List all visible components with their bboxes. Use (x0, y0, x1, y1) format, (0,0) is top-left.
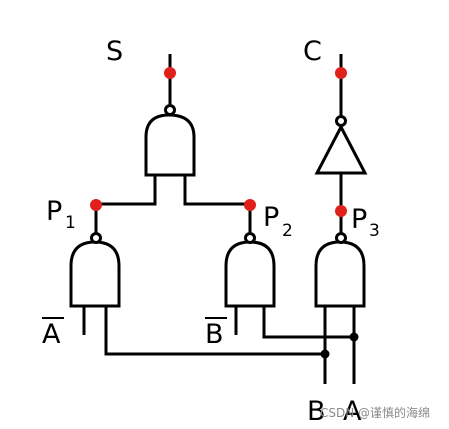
label-p3-subscript: 3 (369, 221, 380, 241)
label-p1-subscript: 1 (65, 213, 76, 233)
nand-gate-p2 (224, 232, 276, 308)
label-input-a: A (343, 396, 362, 427)
label-s: S (106, 36, 123, 67)
probe-dot-s (164, 67, 176, 79)
label-p2-subscript: 2 (282, 221, 293, 241)
label-p3: P (351, 204, 367, 235)
label-c: C (303, 36, 322, 67)
nand-gate-p3 (314, 232, 366, 308)
junction-dot-a (349, 332, 359, 342)
nand-bubble (335, 232, 347, 244)
wire-gate2-to-a (262, 306, 354, 339)
nand-bubble (164, 104, 176, 116)
not-gate-c (314, 115, 368, 175)
junction-dot-b (320, 349, 330, 359)
probe-dot-p1 (90, 199, 102, 211)
nand-gate-p1 (69, 232, 121, 308)
label-a-bar: A (42, 319, 61, 350)
probe-dot-p2 (244, 199, 256, 211)
label-p2: P (263, 202, 279, 233)
nand-bubble (90, 232, 102, 244)
probe-points (90, 67, 347, 217)
label-input-b: B (307, 396, 326, 427)
probe-dot-p3 (335, 205, 347, 217)
nand-bubble (244, 232, 256, 244)
not-bubble (335, 115, 347, 127)
watermark: CSDN @谨慎的海绵 (320, 405, 430, 420)
wire-p2-to-s-gate (183, 175, 252, 235)
wires (82, 54, 356, 384)
nand-gate-s (144, 104, 196, 177)
label-b-bar: B (205, 319, 224, 350)
probe-dot-c (335, 67, 347, 79)
wire-gate1-to-b (104, 306, 325, 356)
wire-p1-to-s-gate (94, 175, 157, 235)
label-p1: P (46, 196, 62, 227)
